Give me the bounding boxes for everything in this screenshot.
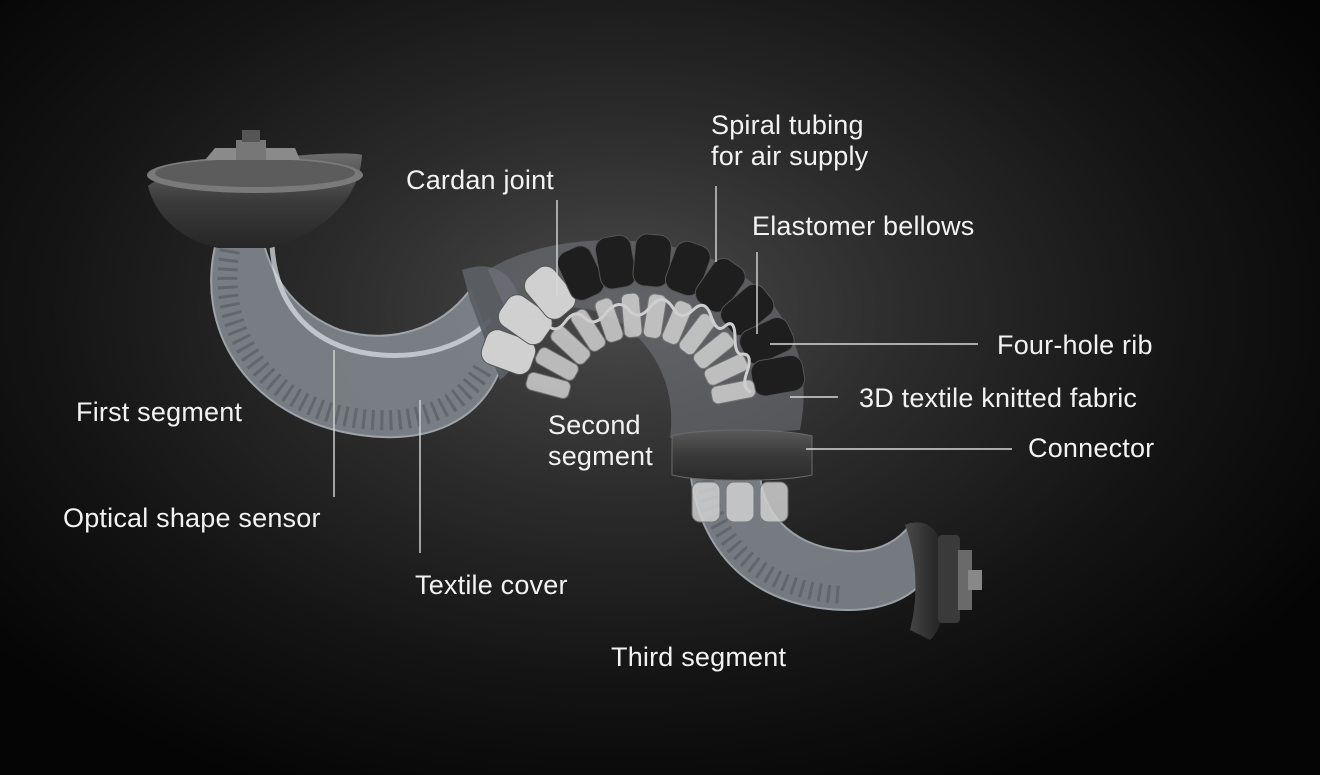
label-first-segment: First segment xyxy=(76,397,243,427)
knit-rib xyxy=(534,347,579,381)
knit-rib xyxy=(570,308,606,352)
knit-block xyxy=(725,481,755,523)
bellows-rib xyxy=(664,240,711,297)
knit-rib xyxy=(525,371,571,399)
leader-lines xyxy=(333,186,1012,553)
knit-layer xyxy=(525,292,789,523)
label-spiral-tubing: Spiral tubing for air supply xyxy=(711,110,869,171)
knit-block xyxy=(759,481,789,523)
bellows-rib xyxy=(720,283,775,337)
knit-rib xyxy=(594,297,624,343)
bellows-rib xyxy=(739,316,795,365)
knit-block xyxy=(523,265,577,320)
connector-band xyxy=(671,429,813,481)
third-segment-body xyxy=(688,469,922,612)
label-cardan-joint: Cardan joint xyxy=(406,165,554,195)
optical-shape-sensor-line xyxy=(269,244,492,358)
label-textile-cover: Textile cover xyxy=(415,570,568,600)
label-3d-textile-fabric: 3D textile knitted fabric xyxy=(859,383,1138,413)
label-second-segment: Second segment xyxy=(548,410,653,471)
bellows-rib xyxy=(632,233,672,288)
label-connector: Connector xyxy=(1028,433,1155,463)
label-optical-shape-sensor: Optical shape sensor xyxy=(63,503,321,533)
first-segment-body xyxy=(210,234,502,439)
knit-block xyxy=(691,481,721,523)
end-cap xyxy=(905,522,982,640)
label-four-hole-rib: Four-hole rib xyxy=(997,330,1153,360)
bellows-rib xyxy=(556,245,605,301)
knit-rib xyxy=(703,353,749,386)
label-third-segment: Third segment xyxy=(611,642,787,672)
knit-rib xyxy=(693,331,735,370)
knit-block xyxy=(480,329,537,376)
spiral-tubing xyxy=(523,298,752,394)
label-elastomer-bellows: Elastomer bellows xyxy=(752,211,975,241)
bellows-rib xyxy=(750,354,806,397)
knit-rib xyxy=(661,300,693,345)
bellows-rib xyxy=(594,234,637,290)
knit-rib xyxy=(642,293,667,339)
top-cap xyxy=(147,130,363,248)
